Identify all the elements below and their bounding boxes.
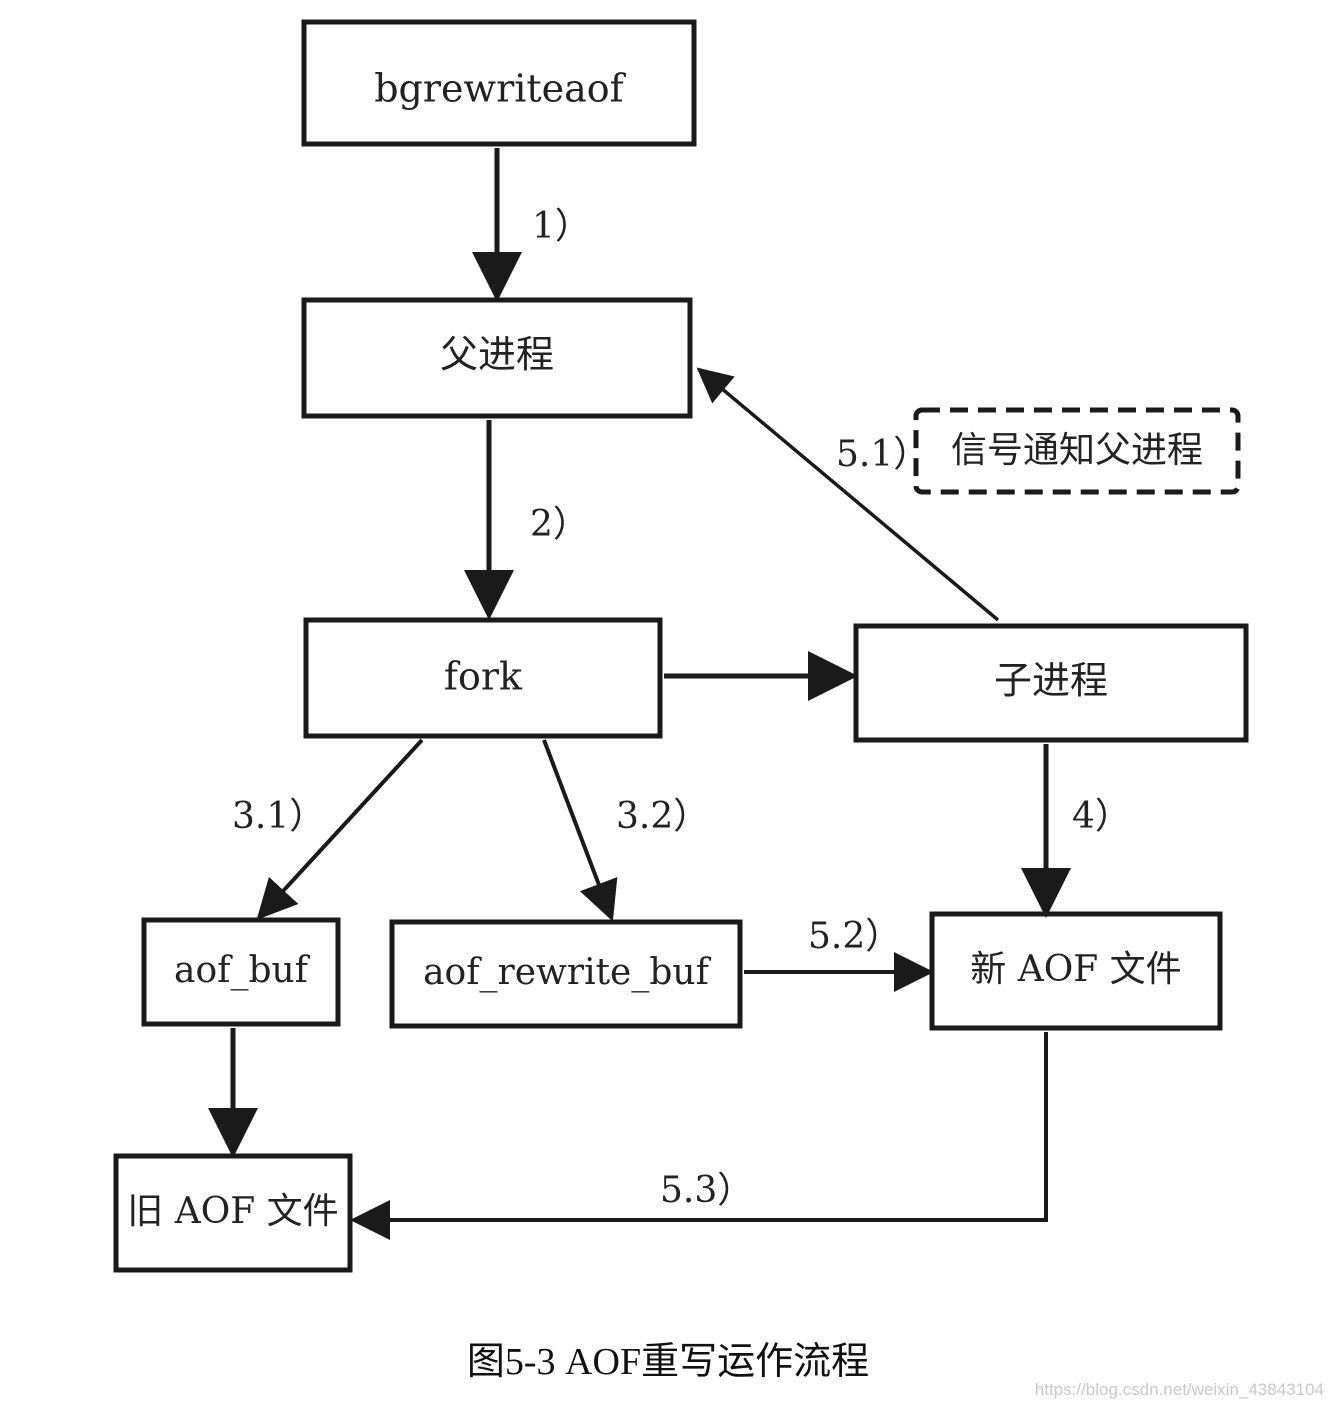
node-old-aof-file-label: 旧 AOF 文件 — [127, 1191, 338, 1232]
watermark: https://blog.csdn.net/weixin_43843104 — [1034, 1380, 1324, 1399]
edge-label-5-3: 5.3） — [660, 1170, 753, 1211]
aof-rewrite-flow-diagram: bgrewriteaof 父进程 fork 子进程 信号通知父进程 aof_bu… — [113, 19, 1249, 1273]
node-signal-note-label: 信号通知父进程 — [951, 430, 1203, 471]
edge-label-5-1: 5.1） — [836, 434, 929, 475]
edge-3-1 — [256, 738, 424, 920]
node-signal-note: 信号通知父进程 — [913, 407, 1241, 495]
node-child-process-label: 子进程 — [994, 659, 1108, 703]
node-bgrewriteaof-label: bgrewriteaof — [374, 67, 626, 111]
node-aof-buf: aof_buf — [141, 917, 341, 1027]
node-aof-rewrite-buf: aof_rewrite_buf — [389, 919, 743, 1029]
edge-label-4: 4） — [1072, 796, 1131, 837]
figure-caption: 图5-3 AOF重写运作流程 — [466, 1341, 870, 1383]
edge-label-3-1: 3.1） — [232, 796, 325, 837]
node-parent-process-label: 父进程 — [440, 333, 554, 377]
edge-5-1 — [696, 367, 1000, 622]
edge-label-1: 1） — [532, 206, 591, 247]
node-parent-process: 父进程 — [301, 297, 693, 419]
edge-3-2 — [542, 739, 618, 922]
node-fork-label: fork — [444, 655, 523, 699]
node-new-aof-file: 新 AOF 文件 — [929, 911, 1223, 1031]
node-child-process: 子进程 — [853, 623, 1249, 743]
node-aof-buf-label: aof_buf — [174, 950, 311, 991]
node-bgrewriteaof: bgrewriteaof — [301, 19, 697, 147]
edge-label-2: 2） — [530, 504, 589, 545]
node-new-aof-file-label: 新 AOF 文件 — [970, 949, 1181, 990]
edge-label-3-2: 3.2） — [616, 796, 709, 837]
edge-5-3 — [350, 1032, 1048, 1240]
node-fork: fork — [303, 617, 663, 739]
node-old-aof-file: 旧 AOF 文件 — [113, 1153, 353, 1273]
edge-label-5-2: 5.2） — [808, 916, 901, 957]
node-aof-rewrite-buf-label: aof_rewrite_buf — [423, 952, 712, 993]
